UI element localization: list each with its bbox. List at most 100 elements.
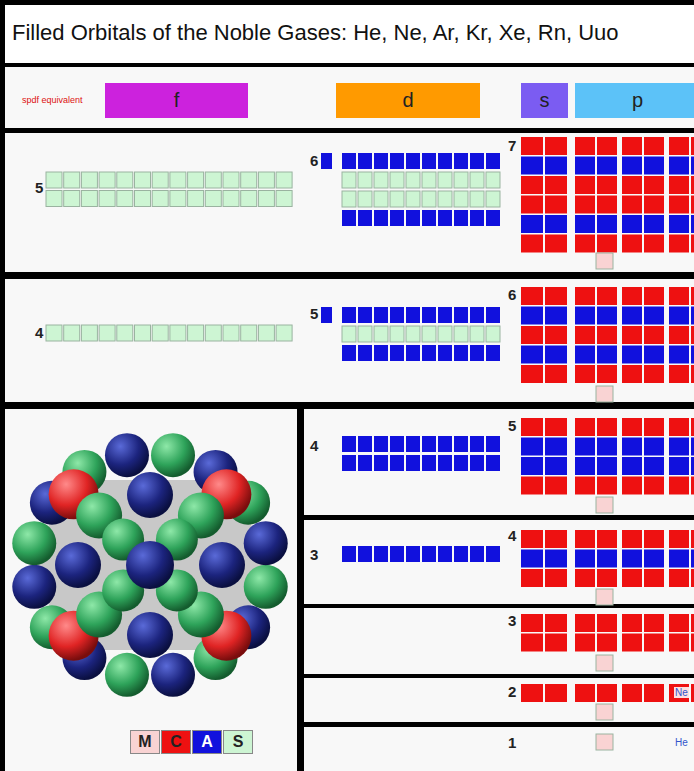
orbital-cell (644, 457, 664, 475)
orbital-cell (390, 345, 404, 361)
orbital-cells (46, 137, 694, 750)
orbital-cell (390, 153, 404, 169)
orbital-cell (575, 137, 595, 155)
atom-cluster (12, 433, 287, 697)
orbital-cell (358, 153, 372, 169)
orbital-cell (597, 418, 617, 436)
atom-sphere (151, 653, 195, 697)
atom-sphere (127, 472, 173, 518)
orbital-cell (390, 436, 404, 452)
orbital-cell (575, 634, 595, 652)
orbital-cell (64, 191, 80, 207)
orbital-cell (342, 153, 356, 169)
orbital-cell (205, 191, 221, 207)
orbital-letter: p (632, 89, 643, 112)
orbital-cell (438, 191, 452, 207)
orbital-cell (258, 191, 274, 207)
orbital-cell (669, 346, 689, 364)
orbital-cell (438, 153, 452, 169)
orbital-cell (545, 235, 567, 253)
orbital-cell (135, 191, 151, 207)
orbital-cell (644, 418, 664, 436)
orbital-cell (342, 326, 356, 342)
orbital-cell (406, 191, 420, 207)
orbital-cell (575, 326, 595, 344)
orbital-cell (644, 157, 664, 175)
orbital-cell (691, 614, 694, 632)
orbital-cell (622, 307, 642, 325)
orbital-cell (81, 191, 97, 207)
orbital-cell (545, 530, 567, 548)
orbital-cell (258, 325, 274, 341)
orbital-cell (521, 215, 543, 233)
atom-sphere (127, 612, 173, 658)
atom-sphere (12, 521, 56, 565)
orbital-cell (644, 614, 664, 632)
orbital-cell (152, 191, 168, 207)
legend-text: S (233, 733, 244, 751)
orbital-letter: f (174, 89, 180, 112)
orbital-cell (669, 418, 689, 436)
orbital-cell (597, 326, 617, 344)
orbital-cell (406, 326, 420, 342)
orbital-cell (188, 172, 204, 188)
orbital-cell (575, 684, 595, 702)
orbital-cell (597, 438, 617, 456)
orbital-cell (406, 345, 420, 361)
orbital-cell (521, 684, 543, 702)
orbital-cell (470, 191, 484, 207)
orbital-cell (669, 287, 689, 305)
orbital-cell (691, 569, 694, 587)
orbital-cell (575, 569, 595, 587)
orbital-cell (454, 210, 468, 226)
atom-sphere (151, 433, 195, 477)
orbital-cell (691, 346, 694, 364)
orbital-cell (438, 455, 452, 471)
orbital-cell (644, 307, 664, 325)
orbital-cell (342, 345, 356, 361)
orbital-cell (374, 345, 388, 361)
orbital-cell (276, 325, 292, 341)
orbital-cell (358, 546, 372, 562)
orbital-cell (135, 325, 151, 341)
orbital-cell (545, 326, 567, 344)
orbital-cell (117, 172, 133, 188)
orbital-cell (521, 457, 543, 475)
orbital-cell (644, 550, 664, 568)
orbital-cell (374, 546, 388, 562)
orbital-cell (691, 438, 694, 456)
orbital-cell (691, 530, 694, 548)
orbital-cell (545, 457, 567, 475)
atom-sphere (105, 653, 149, 697)
orbital-cell (321, 153, 332, 169)
period-number: 5 (35, 179, 43, 196)
orbital-cell (342, 191, 356, 207)
orbital-cell (622, 137, 642, 155)
orbital-cell (622, 634, 642, 652)
orbital-cell (575, 614, 595, 632)
orbital-cell (152, 325, 168, 341)
orbital-cell (545, 137, 567, 155)
orbital-cell (390, 307, 404, 323)
orbital-cell (374, 455, 388, 471)
orbital-cell (521, 530, 543, 548)
orbital-cell (622, 438, 642, 456)
orbital-cell (374, 210, 388, 226)
orbital-cell (575, 157, 595, 175)
orbital-cell (205, 172, 221, 188)
orbital-cell (358, 191, 372, 207)
orbital-cell (597, 477, 617, 495)
orbital-cell (596, 734, 613, 750)
orbital-letter: s (540, 89, 550, 112)
orbital-cell (521, 346, 543, 364)
orbital-cell (422, 172, 436, 188)
orbital-cell (406, 455, 420, 471)
orbital-cell (406, 210, 420, 226)
panel (5, 279, 694, 402)
orbital-cell (486, 436, 500, 452)
orbital-cell (644, 287, 664, 305)
element-symbol: He (674, 737, 689, 748)
orbital-cell (390, 172, 404, 188)
orbital-cell (342, 307, 356, 323)
orbital-cell (644, 477, 664, 495)
